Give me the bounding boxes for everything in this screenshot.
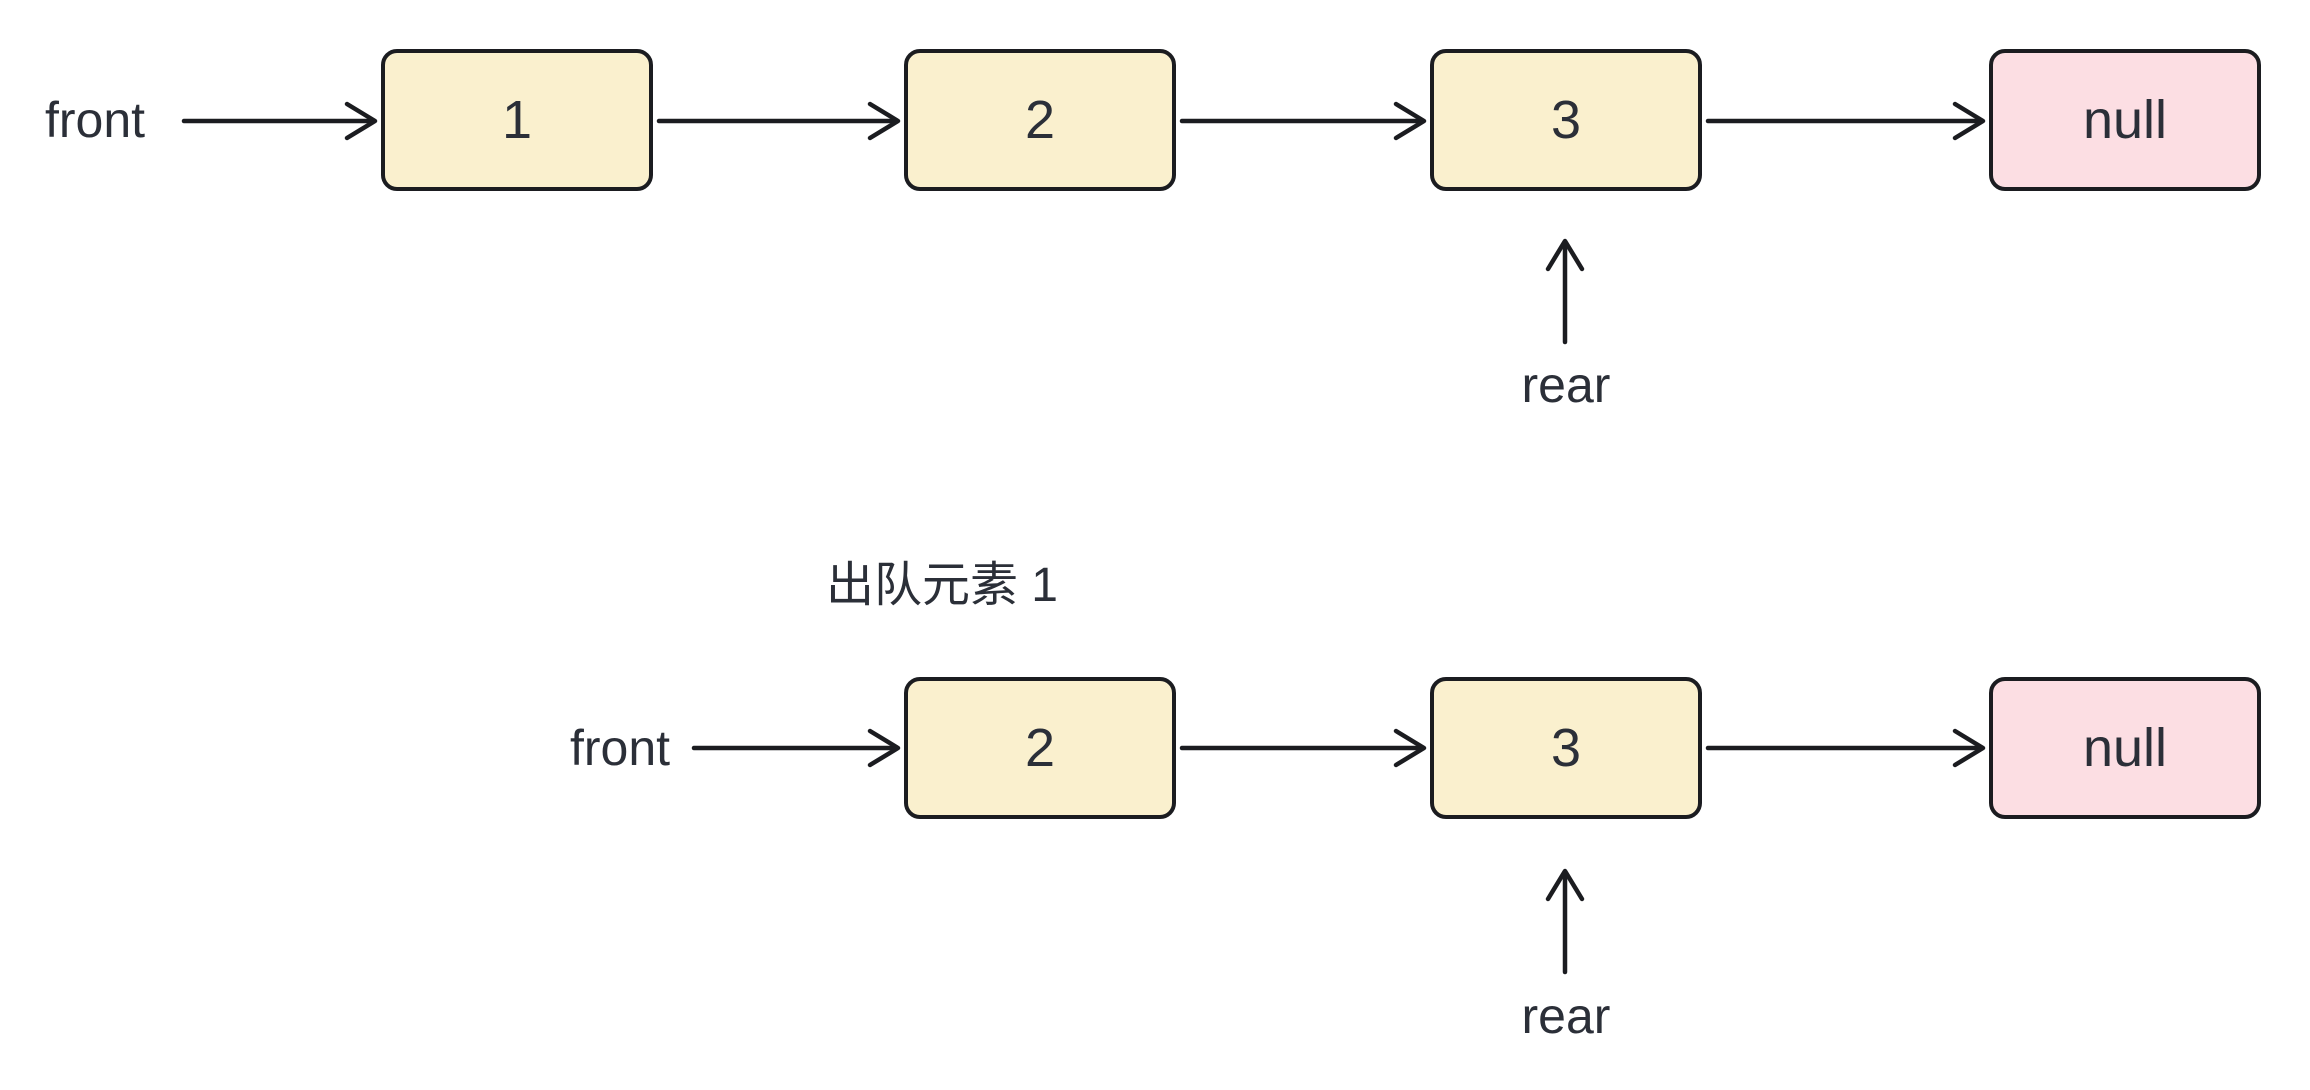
next-arrow-icon xyxy=(656,101,901,141)
rear-arrow-icon xyxy=(1545,238,1585,345)
null-node: null xyxy=(1989,677,2261,819)
dequeue-note: 出队元素 1 xyxy=(825,559,1059,612)
queue-node: 2 xyxy=(904,49,1176,191)
front-pointer-label: front xyxy=(570,720,671,776)
queue-node: 3 xyxy=(1430,49,1702,191)
queue-node: 3 xyxy=(1430,677,1702,819)
next-arrow-icon xyxy=(1179,728,1427,768)
next-arrow-icon xyxy=(1179,101,1427,141)
front-arrow-icon xyxy=(691,728,901,768)
queue-node: 2 xyxy=(904,677,1176,819)
next-arrow-icon xyxy=(1705,728,1986,768)
queue-node: 1 xyxy=(381,49,653,191)
next-arrow-icon xyxy=(1705,101,1986,141)
front-arrow-icon xyxy=(181,101,378,141)
null-node: null xyxy=(1989,49,2261,191)
rear-pointer-label: rear xyxy=(1521,988,1611,1044)
rear-arrow-icon xyxy=(1545,868,1585,975)
front-pointer-label: front xyxy=(45,92,146,148)
rear-pointer-label: rear xyxy=(1521,357,1611,413)
